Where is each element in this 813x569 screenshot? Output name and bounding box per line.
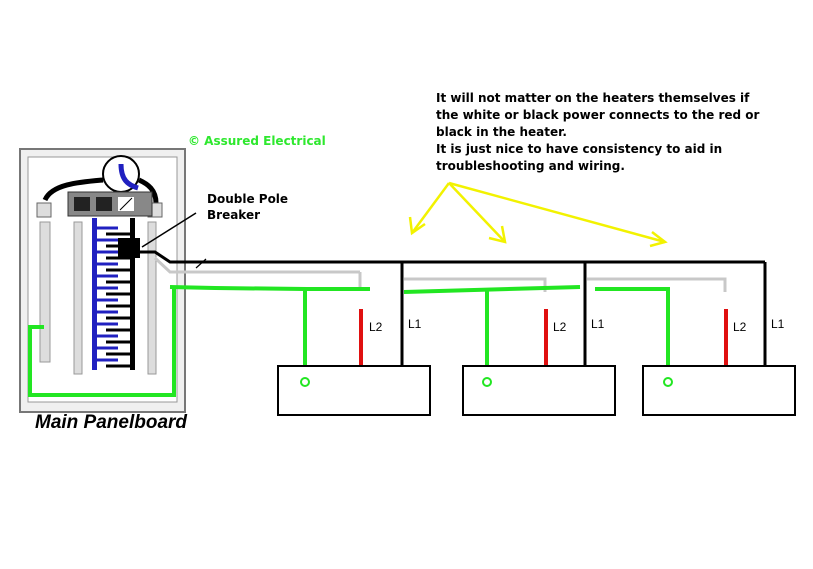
arrow-to-heater-3-icon — [448, 181, 666, 244]
heater-2-l1-label: L1 — [591, 317, 605, 331]
breaker-leader-line — [141, 212, 197, 248]
ground-screw-icon — [300, 377, 310, 387]
heater-1: L2 L1 — [277, 317, 431, 416]
heater-3-l1-label: L1 — [771, 317, 785, 331]
double-pole-breaker — [118, 238, 140, 258]
ground-screw-icon — [482, 377, 492, 387]
heater-1-l1-label: L1 — [408, 317, 422, 331]
explanatory-note: It will not matter on the heaters themse… — [436, 90, 776, 175]
heater-1-l2-label: L2 — [369, 320, 383, 334]
note-line: the white or black power connects to the… — [436, 108, 760, 122]
heater-3: L2 L1 — [642, 317, 796, 416]
breaker-label-line: Breaker — [207, 208, 261, 222]
copyright-label: © Assured Electrical — [188, 134, 326, 148]
breaker-label: Double Pole Breaker — [207, 191, 288, 223]
circuit-wiring — [140, 250, 767, 372]
heater-2-l2-label: L2 — [553, 320, 567, 334]
note-line: It is just nice to have consistency to a… — [436, 142, 723, 156]
breaker-label-line: Double Pole — [207, 192, 289, 206]
panel-title: Main Panelboard — [35, 412, 188, 433]
heater-3-l2-label: L2 — [733, 320, 747, 334]
callout-arrows — [408, 181, 668, 248]
arrow-to-heater-2-icon — [448, 182, 506, 243]
main-panelboard — [19, 148, 197, 413]
note-line: black in the heater. — [436, 125, 567, 139]
arrow-to-heater-1-icon — [410, 182, 451, 234]
heater-2: L2 L1 — [462, 317, 616, 416]
note-line: troubleshooting and wiring. — [436, 159, 625, 173]
ground-screw-icon — [663, 377, 673, 387]
note-line: It will not matter on the heaters themse… — [436, 91, 750, 105]
